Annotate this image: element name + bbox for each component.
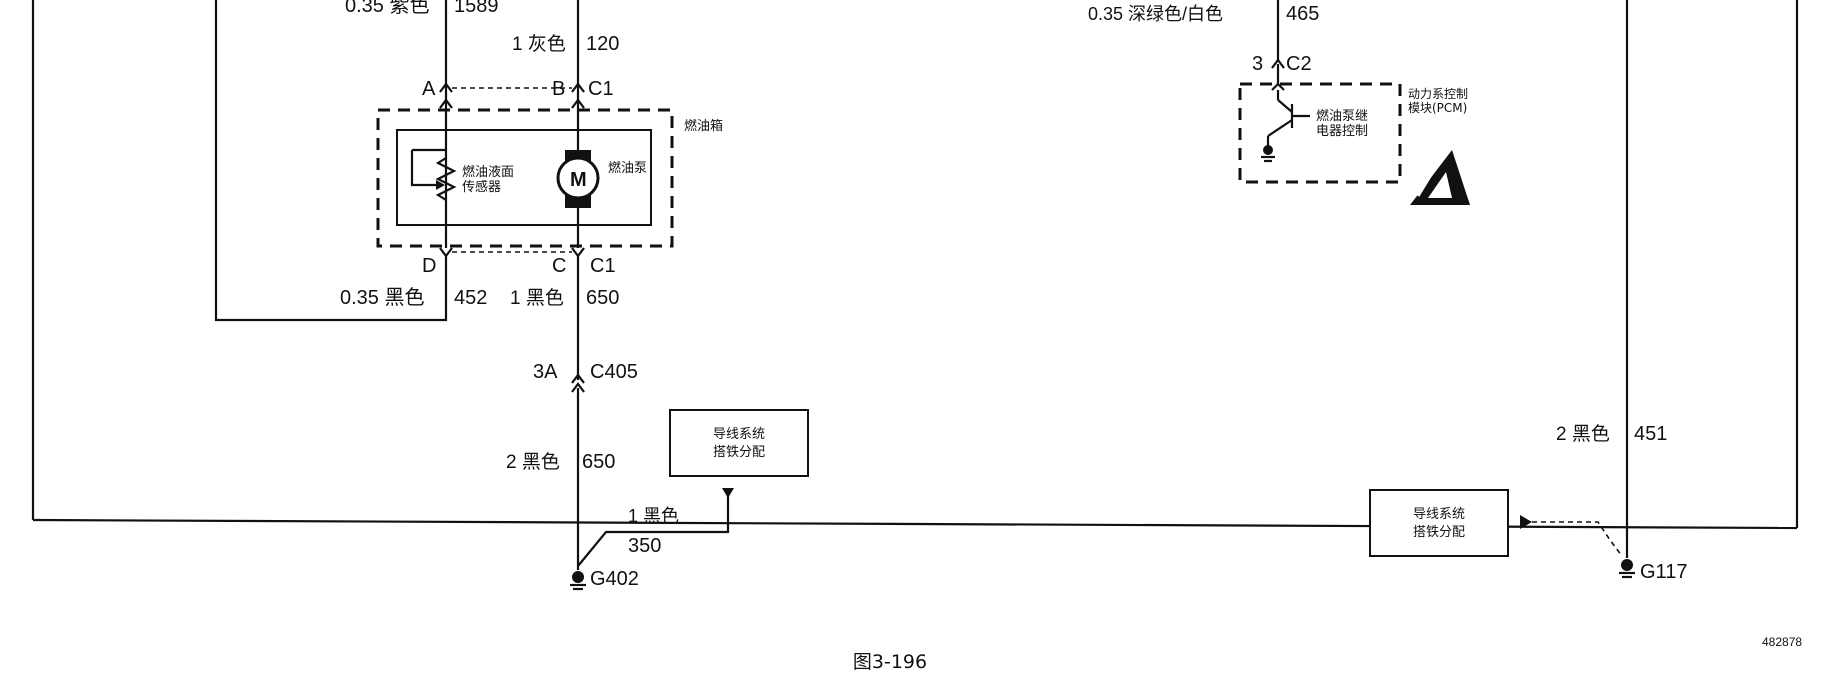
sensor-arrow-icon — [436, 180, 445, 190]
sensor-wiper — [410, 150, 436, 187]
conn-a-label: A — [422, 78, 436, 100]
pcm-label-line2: 模块(PCM) — [1408, 101, 1467, 115]
ground-dist-right-line1: 导线系统 — [1413, 507, 1465, 522]
pcm-arrow-top — [1271, 82, 1285, 91]
motor-symbol: M — [570, 169, 587, 191]
conn-d-label: D — [422, 255, 436, 277]
conn-c2-label: C2 — [1286, 53, 1312, 75]
ground-dist-dash-link — [1532, 521, 1623, 557]
conn-c1-bottom-label: C1 — [590, 255, 616, 277]
wire-451-gauge: 2 黑色 — [1556, 423, 1610, 445]
ground-dist-arrow-icon — [1520, 515, 1532, 529]
conn-c-chevron — [571, 247, 585, 258]
fuel-tank-label: 燃油箱 — [684, 118, 723, 134]
wire-452-gauge: 0.35 黑色 — [340, 286, 424, 309]
wire-650b-gauge: 2 黑色 — [506, 451, 560, 473]
wire-350-number: 350 — [628, 535, 661, 557]
wire-650a-gauge: 1 黑色 — [510, 287, 564, 309]
wire-465-gauge: 0.35 深绿色/白色 — [1088, 4, 1223, 24]
fuel-level-sensor-line1: 燃油液面 — [462, 164, 514, 180]
doc-id: 482878 — [1762, 635, 1802, 649]
ground-g117-label: G117 — [1640, 561, 1687, 583]
esd-warning-icon — [1410, 150, 1470, 205]
wire-1589-number: 1589 — [454, 0, 499, 17]
esd-hand-stroke — [1416, 159, 1442, 197]
wire-650b-number: 650 — [582, 451, 615, 473]
ground-dist-box-right — [1369, 489, 1509, 557]
wire-350-terminal-icon — [722, 488, 734, 498]
conn-c405-chevron-bottom — [571, 382, 585, 393]
motor-icon — [556, 156, 600, 200]
wire-452 — [214, 0, 448, 322]
conn-a-chevron — [439, 82, 453, 93]
pcm-box — [1238, 82, 1402, 184]
conn-c-label: C — [552, 255, 566, 277]
wire-650a-number: 650 — [586, 287, 619, 309]
sensor-resistor-icon — [435, 157, 457, 201]
conn-c405-label: C405 — [590, 361, 638, 383]
ground-dist-left-line1: 导线系统 — [713, 427, 765, 442]
ground-g402-label: G402 — [590, 568, 639, 590]
wire-120-number: 120 — [586, 33, 619, 55]
ground-dist-left-line2: 搭铁分配 — [713, 444, 765, 460]
ground-g117-icon — [1621, 559, 1633, 571]
conn-b-label: B — [552, 78, 565, 100]
conn-c405-chevron-top — [571, 373, 585, 384]
wire-451-number: 451 — [1634, 423, 1667, 445]
wire-120-gauge: 1 灰色 — [512, 33, 566, 55]
ground-g402-icon — [572, 571, 584, 583]
conn-pin-label: 3 — [1252, 53, 1263, 75]
conn-b-chevron — [571, 82, 585, 93]
conn-3a-label: 3A — [533, 361, 558, 383]
conn-c1-top-label: C1 — [588, 78, 614, 100]
pcm-label-line1: 动力系控制 — [1408, 87, 1468, 101]
fuel-pump-label: 燃油泵 — [608, 160, 647, 176]
wire-452-number: 452 — [454, 287, 487, 309]
esd-warning-inner — [1428, 172, 1452, 198]
fuel-module-box — [396, 129, 652, 226]
wire-465-number: 465 — [1286, 3, 1319, 25]
wire-350-gauge: 1 黑色 — [628, 506, 679, 526]
fuel-tank-box — [376, 108, 674, 248]
relay-ctrl-line2: 电器控制 — [1316, 124, 1368, 139]
conn-d-chevron — [439, 247, 453, 258]
transistor-emitter — [1267, 119, 1293, 137]
pcm-ground-icon — [1263, 145, 1273, 155]
ground-dist-box-left — [669, 409, 809, 477]
wire-1589-gauge: 0.35 紫色 — [345, 0, 429, 17]
figure-caption: 图3-196 — [853, 651, 927, 673]
conn-c2-chevron — [1271, 58, 1285, 69]
fuel-level-sensor-line2: 传感器 — [462, 179, 501, 195]
wire-350 — [577, 490, 730, 567]
transistor-collector — [1277, 99, 1293, 113]
ground-dist-right-line2: 搭铁分配 — [1413, 524, 1465, 540]
relay-ctrl-line1: 燃油泵继 — [1316, 108, 1368, 124]
